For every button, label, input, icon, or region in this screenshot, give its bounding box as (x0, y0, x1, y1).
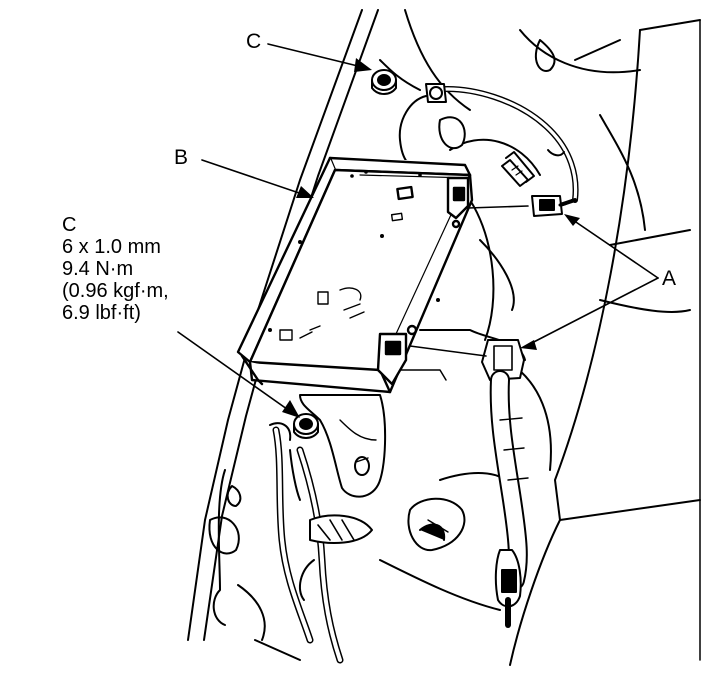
leader-lines (177, 43, 659, 415)
bolt-c-top (371, 69, 397, 95)
antenna-cable (379, 59, 579, 207)
wire-harness (269, 422, 373, 664)
spec-torque-lbf: 6.9 lbf·ft) (62, 302, 141, 324)
spec-torque-kgf: (0.96 kgf·m, (62, 280, 169, 302)
callout-c-top: C (246, 30, 262, 53)
grommet (407, 497, 466, 552)
spec-torque-nm: 9.4 N·m (62, 258, 134, 280)
arrowheads (282, 58, 580, 418)
body-panel (187, 9, 701, 666)
mounting-bracket (299, 394, 387, 498)
connector-a-harness (481, 339, 529, 628)
upper-screw (501, 151, 535, 187)
torque-spec: C 6 x 1.0 mm 9.4 N·m (0.96 kgf·m, 6.9 lb… (62, 214, 169, 324)
callout-b: B (174, 146, 189, 169)
callout-a: A (662, 267, 677, 290)
connector-a-upper (531, 195, 577, 217)
bolt-c-lower (293, 413, 319, 439)
unit-b-box (236, 156, 474, 394)
callout-c-spec: C (62, 214, 77, 236)
spec-size: 6 x 1.0 mm (62, 236, 161, 258)
